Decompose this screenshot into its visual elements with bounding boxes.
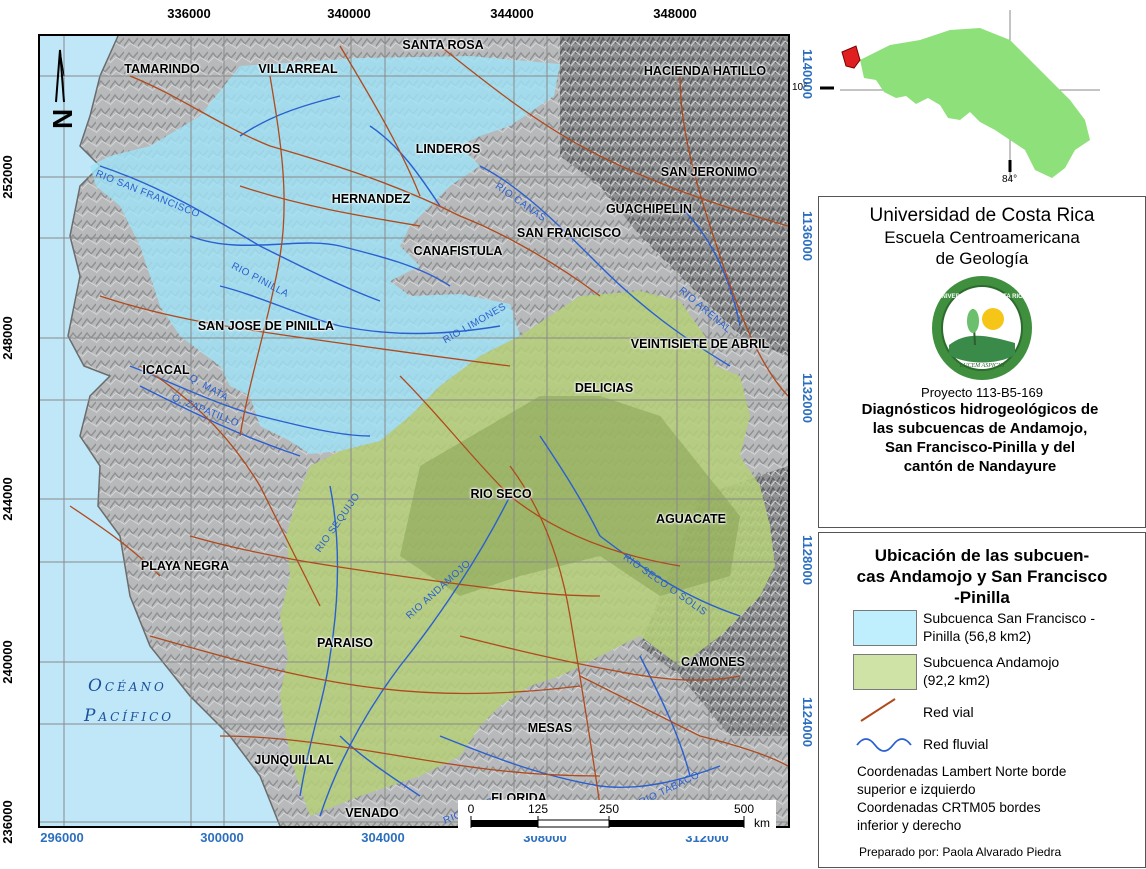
map-frame[interactable]: N SANTA ROSA TAMARINDO VILLARREAL HACIEN… <box>38 34 790 828</box>
place-label: SANTA ROSA <box>402 38 484 52</box>
legend-title-line2: cas Andamojo y San Francisco <box>856 567 1108 586</box>
coast-line <box>67 36 281 826</box>
coordinate-note-line1: Coordenadas Lambert Norte borde <box>857 764 1067 779</box>
legend-swatch-san-francisco <box>853 610 917 646</box>
north-arrow <box>55 49 65 103</box>
andamojo-relief <box>400 396 740 596</box>
svg-text:LUCEM ASPICIO: LUCEM ASPICIO <box>959 363 1005 369</box>
scale-bar: 0 125 250 500 km <box>458 800 776 836</box>
place-label: VEINTISIETE DE ABRIL <box>630 337 770 351</box>
legend-label-san-francisco-1: Subcuenca San Francisco - <box>923 610 1095 626</box>
legend-label-rivers: Red fluvial <box>923 736 989 752</box>
place-label: PLAYA NEGRA <box>140 559 230 573</box>
longitude-label: 84° <box>1002 174 1018 185</box>
scale-bar-graphic <box>470 816 745 828</box>
legend-river-symbol <box>856 738 912 752</box>
legend-label-roads: Red vial <box>923 704 974 720</box>
school-name-line1: Escuela Centroamericana <box>884 228 1080 247</box>
left-coordinate-240000: 240000 <box>0 640 15 684</box>
place-label: HACIENDA HATILLO <box>643 64 767 78</box>
right-coordinate-1132000: 1132000 <box>800 373 815 423</box>
institution-panel: Universidad de Costa Rica Escuela Centro… <box>818 196 1146 528</box>
study-area-highlight <box>841 45 861 69</box>
place-label: GUACHIPELIN <box>605 202 693 216</box>
top-coordinate-340000: 340000 <box>327 6 371 21</box>
place-label: RIO SECO <box>470 487 532 501</box>
place-label: SAN JERONIMO <box>660 165 758 179</box>
place-label: HERNANDEZ <box>331 192 411 206</box>
river-network <box>99 95 741 817</box>
bottom-coordinate-296000: 296000 <box>40 830 84 845</box>
place-label: JUNQUILLAL <box>254 753 334 767</box>
scale-tick-250: 250 <box>598 802 620 816</box>
legend-label-andamojo-2: (92,2 km2) <box>923 672 990 688</box>
project-title-line1: Diagnósticos hidrogeológicos de <box>861 401 1099 418</box>
place-label: DELICIAS <box>574 381 634 395</box>
legend-title-line1: Ubicación de las subcuen- <box>874 546 1090 565</box>
legend-title-line3: -Pinilla <box>954 588 1010 607</box>
svg-text:UNIVERSIDAD DE COSTA RICA: UNIVERSIDAD DE COSTA RICA <box>937 294 1027 300</box>
place-label: MESAS <box>527 721 573 735</box>
left-coordinate-244000: 244000 <box>0 477 15 521</box>
place-label: CAMONES <box>681 655 745 669</box>
place-label: VENADO <box>345 806 399 820</box>
right-coordinate-1128000: 1128000 <box>800 535 815 585</box>
right-coordinate-1140000: 1140000 <box>800 49 815 99</box>
legend-label-andamojo-1: Subcuenca Andamojo <box>923 654 1060 670</box>
place-label: CANAFISTULA <box>413 244 503 258</box>
top-coordinate-336000: 336000 <box>167 6 211 21</box>
bottom-coordinate-300000: 300000 <box>200 830 244 845</box>
place-label: TAMARINDO <box>124 62 200 76</box>
place-label: SAN JOSE DE PINILLA <box>197 319 335 333</box>
legend-panel: Ubicación de las subcuen- cas Andamojo y… <box>818 532 1146 868</box>
left-coordinate-236000: 236000 <box>0 800 15 844</box>
north-letter: N <box>47 109 78 129</box>
project-title-line4: cantón de Nandayure <box>903 458 1057 475</box>
project-title-line3: San Francisco-Pinilla y del <box>884 439 1076 456</box>
place-label: PARAISO <box>316 636 374 650</box>
mountain-relief <box>560 36 788 356</box>
road-network <box>69 45 788 807</box>
latitude-label: 10° <box>792 82 808 93</box>
coordinate-note-line2: superior e izquierdo <box>857 782 976 797</box>
locator-canvas <box>820 10 1100 180</box>
top-coordinate-348000: 348000 <box>653 6 697 21</box>
scale-tick-125: 125 <box>527 802 549 816</box>
right-coordinate-1124000: 1124000 <box>800 697 815 747</box>
coordinate-note-line3: Coordenadas CRTM05 bordes <box>857 800 1041 815</box>
university-seal: UNIVERSIDAD DE COSTA RICA LUCEM ASPICIO <box>932 276 1032 380</box>
left-coordinate-252000: 252000 <box>0 155 15 199</box>
scale-tick-0: 0 <box>467 802 475 816</box>
ocean <box>40 36 280 826</box>
place-label: LINDEROS <box>415 142 481 156</box>
place-label: AGUACATE <box>656 512 726 526</box>
coordinate-grid <box>40 36 788 826</box>
andamojo-basin <box>280 291 775 816</box>
legend-swatch-andamojo <box>853 654 917 690</box>
legend-road-symbol <box>860 698 896 722</box>
place-label: VILLARREAL <box>258 62 338 76</box>
locator-map: 10° 84° <box>792 0 1146 200</box>
top-coordinate-344000: 344000 <box>490 6 534 21</box>
university-name: Universidad de Costa Rica <box>869 205 1095 226</box>
credit-text: Preparado por: Paola Alvarado Piedra <box>859 845 1062 859</box>
project-title-line2: las subcuencas de Andamojo, <box>872 420 1088 437</box>
coordinate-note-line4: inferior y derecho <box>857 818 962 833</box>
place-label: SAN FRANCISCO <box>516 226 622 240</box>
project-code: Proyecto 113-B5-169 <box>921 385 1043 400</box>
ocean-label-line1: Océano <box>88 676 167 696</box>
right-coordinate-1136000: 1136000 <box>800 211 815 261</box>
bottom-coordinate-304000: 304000 <box>361 830 405 845</box>
san-francisco-basin <box>90 56 560 454</box>
map-canvas: N <box>40 36 788 826</box>
place-label: ICACAL <box>142 363 190 377</box>
costa-rica-shape <box>860 28 1090 178</box>
scale-tick-500: 500 <box>733 802 755 816</box>
scale-unit: km <box>754 816 770 830</box>
legend-label-san-francisco-2: Pinilla (56,8 km2) <box>923 628 1032 644</box>
ocean-label-line2: Pacífico <box>84 706 175 726</box>
school-name-line2: de Geología <box>935 249 1029 268</box>
left-coordinate-248000: 248000 <box>0 316 15 360</box>
